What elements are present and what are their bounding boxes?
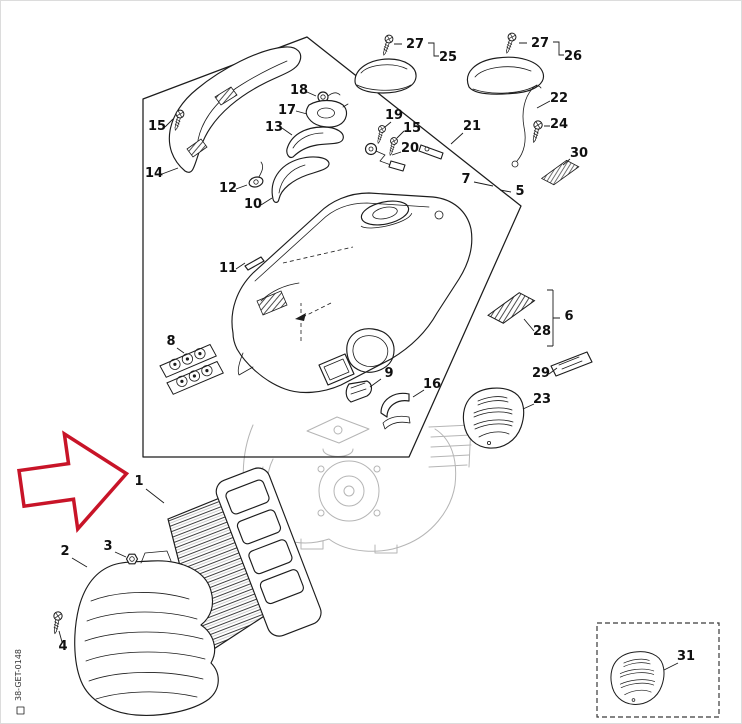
part-callout-6: 6 xyxy=(564,309,573,324)
part-4-screw xyxy=(50,610,64,635)
part-callout-29: 29 xyxy=(532,366,550,381)
part-callout-23: 23 xyxy=(533,392,551,407)
part-25-cover xyxy=(354,58,417,94)
part-callout-24: 24 xyxy=(550,117,568,132)
part-9-mount xyxy=(345,380,373,403)
part-13-molding xyxy=(286,126,344,159)
part-callout-1: 1 xyxy=(134,474,143,489)
part-callout-15: 15 xyxy=(403,121,421,136)
part-callout-30: 30 xyxy=(570,146,588,161)
part-24-screw xyxy=(529,119,544,144)
part-callout-13: 13 xyxy=(265,120,283,135)
part-callout-4: 4 xyxy=(58,639,67,654)
filter-cage-frame xyxy=(215,467,322,637)
part-21-clip xyxy=(418,144,444,160)
part-callout-12: 12 xyxy=(219,181,237,196)
part-callout-7: 7 xyxy=(461,172,470,187)
part-callout-16: 16 xyxy=(423,377,441,392)
part-23-shutter-cover xyxy=(462,387,525,449)
part-16-duct xyxy=(380,392,411,430)
part-12-grommet xyxy=(248,161,264,188)
doc-code: 38-GET-0148 xyxy=(14,649,23,701)
part-17-elbow xyxy=(305,99,349,128)
red-pointer-arrow xyxy=(17,430,130,533)
part-29-plate xyxy=(550,351,593,377)
part-callout-10: 10 xyxy=(244,197,262,212)
part-callout-27: 27 xyxy=(531,36,549,51)
part-callout-26: 26 xyxy=(564,49,582,64)
part-callout-5: 5 xyxy=(515,184,524,199)
part-callout-18: 18 xyxy=(290,83,308,98)
part-callout-15: 15 xyxy=(148,119,166,134)
part-callout-21: 21 xyxy=(463,119,481,134)
part-callout-11: 11 xyxy=(219,261,237,276)
part-callout-17: 17 xyxy=(278,103,296,118)
part-callout-2: 2 xyxy=(60,544,69,559)
part-31-shutter-cover xyxy=(610,651,665,705)
doc-code-mark xyxy=(16,706,25,715)
part-22-wire xyxy=(511,85,542,168)
part-callout-19: 19 xyxy=(385,108,403,123)
part-callout-25: 25 xyxy=(439,50,457,65)
part-14-handle xyxy=(168,46,302,173)
callout-layer: 2725272618171319152021222430151412101175… xyxy=(58,36,695,664)
part-19-screw xyxy=(374,124,387,145)
part-callout-28: 28 xyxy=(533,324,551,339)
leader-lines xyxy=(58,41,679,671)
part-30-grille xyxy=(539,158,582,187)
option-dashed-box xyxy=(596,622,720,718)
part-callout-3: 3 xyxy=(103,539,112,554)
part-2-shroud xyxy=(74,550,219,716)
part-callout-14: 14 xyxy=(145,166,163,181)
part-callout-22: 22 xyxy=(550,91,568,106)
part-callout-9: 9 xyxy=(384,366,393,381)
part-10-strip xyxy=(271,156,330,203)
part-callout-31: 31 xyxy=(677,649,695,664)
part-3-nut xyxy=(125,553,139,565)
part-27-screw-a xyxy=(379,33,395,57)
part-26-cover xyxy=(467,56,545,95)
part-20-contact-spring xyxy=(364,142,406,172)
part-callout-27: 27 xyxy=(406,37,424,52)
part-28-grille xyxy=(485,290,538,326)
part-11-pin xyxy=(244,256,265,271)
part-tank-housing xyxy=(231,192,473,394)
part-callout-20: 20 xyxy=(401,141,419,156)
part-27-screw-b xyxy=(502,31,518,55)
part-callout-8: 8 xyxy=(166,334,175,349)
